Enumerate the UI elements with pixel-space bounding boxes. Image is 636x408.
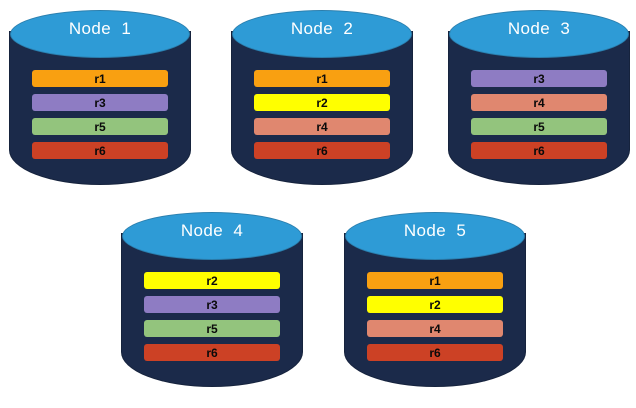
replica-bar-r6[interactable]: r6 — [254, 142, 390, 159]
node-label: Node 3 — [507, 19, 571, 38]
node-label: Node 1 — [68, 19, 132, 38]
replica-label: r6 — [94, 143, 106, 158]
replica-label: r3 — [206, 297, 218, 312]
replica-bar-r3[interactable]: r3 — [471, 70, 607, 87]
replica-bar-r5[interactable]: r5 — [32, 118, 168, 135]
replica-bar-r5[interactable]: r5 — [144, 320, 280, 337]
replica-list: r1 r2 r4 r6 — [254, 70, 390, 159]
replica-label: r6 — [429, 345, 441, 360]
replica-label: r4 — [533, 95, 545, 110]
replica-bar-r5[interactable]: r5 — [471, 118, 607, 135]
replica-label: r3 — [533, 71, 545, 86]
node-cylinder-4[interactable]: Node 4 r2 r3 r5 r6 — [122, 212, 302, 398]
replica-bar-r1[interactable]: r1 — [254, 70, 390, 87]
replica-label: r1 — [94, 71, 106, 86]
replica-label: r2 — [429, 297, 441, 312]
replica-label: r5 — [533, 119, 545, 134]
replica-list: r1 r3 r5 r6 — [32, 70, 168, 159]
replica-bar-r3[interactable]: r3 — [32, 94, 168, 111]
replica-bar-r3[interactable]: r3 — [144, 296, 280, 313]
replica-label: r6 — [533, 143, 545, 158]
replica-list: r1 r2 r4 r6 — [367, 272, 503, 361]
replica-label: r1 — [316, 71, 328, 86]
replica-label: r3 — [94, 95, 106, 110]
replica-bar-r1[interactable]: r1 — [367, 272, 503, 289]
replica-label: r4 — [316, 119, 328, 134]
replica-bar-r2[interactable]: r2 — [254, 94, 390, 111]
replica-label: r6 — [206, 345, 218, 360]
node-label: Node 2 — [290, 19, 354, 38]
replica-bar-r6[interactable]: r6 — [367, 344, 503, 361]
node-cylinder-2[interactable]: Node 2 r1 r2 r4 r6 — [232, 10, 412, 196]
replica-bar-r4[interactable]: r4 — [254, 118, 390, 135]
node-cylinder-5[interactable]: Node 5 r1 r2 r4 r6 — [345, 212, 525, 398]
node-top-ellipse — [232, 10, 412, 58]
node-top-ellipse — [345, 212, 525, 260]
replica-bar-r6[interactable]: r6 — [471, 142, 607, 159]
replica-list: r2 r3 r5 r6 — [144, 272, 280, 361]
replica-bar-r4[interactable]: r4 — [367, 320, 503, 337]
replica-bar-r4[interactable]: r4 — [471, 94, 607, 111]
replica-bar-r6[interactable]: r6 — [144, 344, 280, 361]
node-top-ellipse — [449, 10, 629, 58]
node-top-ellipse — [10, 10, 190, 58]
node-cylinder-1[interactable]: Node 1 r1 r3 r5 r6 — [10, 10, 190, 196]
replica-label: r4 — [429, 321, 441, 336]
node-label: Node 5 — [403, 221, 467, 240]
replica-list: r3 r4 r5 r6 — [471, 70, 607, 159]
replica-label: r2 — [316, 95, 328, 110]
node-top-ellipse — [122, 212, 302, 260]
replica-label: r5 — [206, 321, 218, 336]
replica-label: r6 — [316, 143, 328, 158]
replica-label: r2 — [206, 273, 218, 288]
node-cylinder-3[interactable]: Node 3 r3 r4 r5 r6 — [449, 10, 629, 196]
replica-label: r5 — [94, 119, 106, 134]
replica-bar-r1[interactable]: r1 — [32, 70, 168, 87]
replica-label: r1 — [429, 273, 441, 288]
replica-bar-r6[interactable]: r6 — [32, 142, 168, 159]
replica-bar-r2[interactable]: r2 — [367, 296, 503, 313]
node-label: Node 4 — [180, 221, 244, 240]
replica-bar-r2[interactable]: r2 — [144, 272, 280, 289]
